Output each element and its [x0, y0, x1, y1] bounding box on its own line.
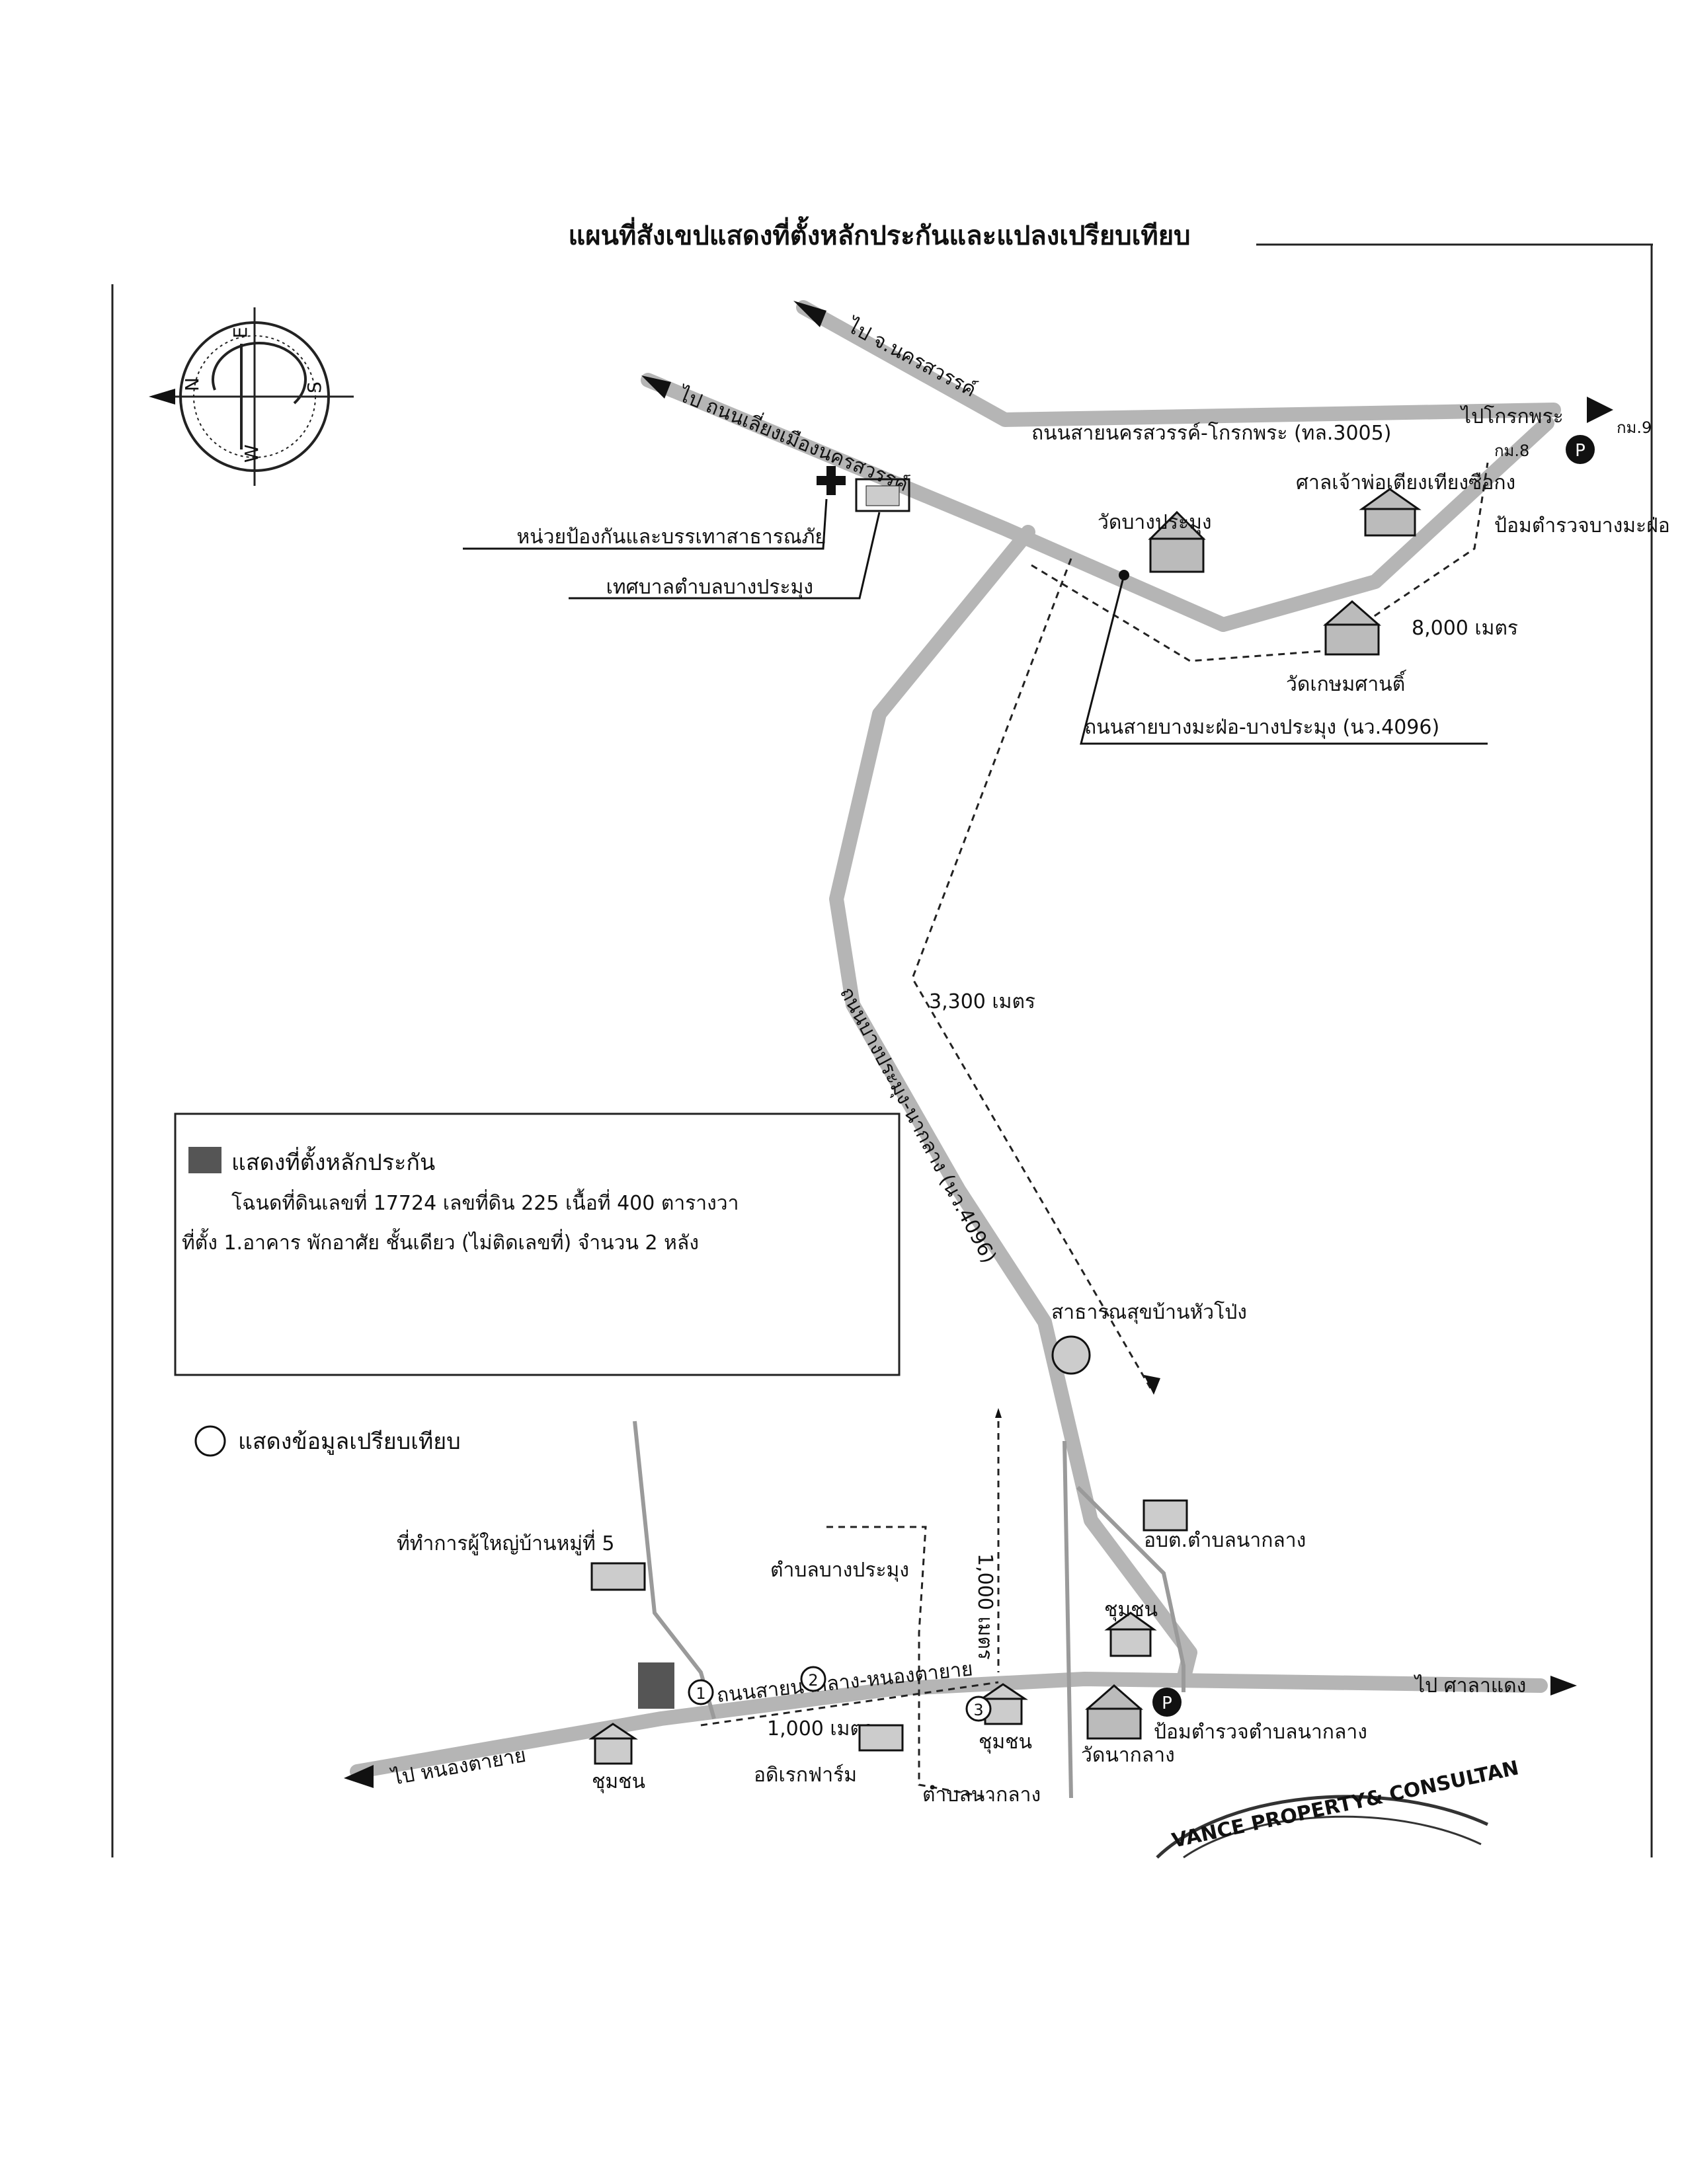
svg-text:P: P: [1575, 441, 1586, 461]
label-nakhon-sawan-khok-phra: ถนนสายนครสวรรค์-โกรกพระ (ทล.3005): [1031, 421, 1391, 445]
label-disaster-unit: หน่วยป้องกันและบรรเทาสาธารณภัย: [516, 526, 826, 549]
legend-deed-line: โฉนดที่ดินเลขที่ 17724 เลขที่ดิน 225 เนื…: [231, 1189, 739, 1215]
label-community-right: ชุมชน: [1104, 1598, 1158, 1622]
label-police-bang-ma-fo: ป้อมตำรวจบางมะฝ่อ: [1494, 514, 1670, 537]
map-title: แผนที่สังเขปแสดงที่ตั้งหลักประกันและแปลง…: [568, 216, 1190, 251]
label-bang-ma-fo-road: ถนนสายบางมะฝ่อ-บางประมุง (นว.4096): [1084, 716, 1439, 740]
label-shrine: ศาลเจ้าพ่อเตียงเทียงซือกง: [1296, 471, 1515, 494]
svg-text:1: 1: [696, 1684, 705, 1703]
label-wat-na-klang: วัดนากลาง: [1081, 1744, 1175, 1767]
compass-icon: N E S W: [149, 307, 354, 486]
label-tambon-na-klang: ตำบลนากลาง: [922, 1783, 1041, 1807]
hospital-cross-icon: [817, 466, 846, 495]
svg-text:P: P: [1162, 1694, 1172, 1713]
road-small-vertical: [1063, 1440, 1073, 1799]
label-village-head-office: ที่ทำการผู้ใหญ่บ้านหมู่ที่ 5: [397, 1530, 614, 1555]
health-center-icon: [1051, 1335, 1091, 1375]
community-house-icon-left: [588, 1723, 638, 1765]
temple-icon-kasem: [1323, 600, 1381, 656]
collateral-location-marker: [638, 1662, 674, 1709]
community-house-icon-right: [1104, 1612, 1157, 1657]
label-to-khok-phra: ไปโกรกพระ: [1460, 405, 1564, 428]
legend-collateral-label: แสดงที่ตั้งหลักประกัน: [231, 1146, 435, 1176]
police-icon-bang-ma-fo: P: [1566, 435, 1595, 464]
distance-3300: 3,300 เมตร: [929, 990, 1035, 1013]
label-adirek-farm: อดิเรกฟาร์ม: [754, 1764, 857, 1787]
arrow-1000-top-icon: [995, 1408, 1002, 1418]
label-wat-kasem: วัดเกษมศานติ์: [1286, 670, 1407, 696]
svg-text:3: 3: [973, 1701, 983, 1719]
label-health-center: สาธารณสุขบ้านหัวโป่ง: [1051, 1300, 1247, 1325]
leader-municipality: [569, 512, 881, 600]
legend-box: [174, 1112, 901, 1376]
legend-location-line: ที่ตั้ง 1.อาคาร พักอาศัย ชั้นเดียว (ไม่ต…: [182, 1228, 699, 1255]
farm-building-icon: [858, 1724, 904, 1752]
police-icon-na-klang: P: [1152, 1688, 1182, 1717]
distance-8000: 8,000 เมตร: [1412, 617, 1518, 640]
compass-s-label: S: [303, 381, 325, 393]
compass-w-label: W: [241, 444, 262, 463]
arrow-to-khok-phra-icon: [1587, 397, 1613, 423]
dash-8000: [1031, 462, 1489, 662]
arrow-to-nakhon-sawan-icon: [793, 301, 826, 327]
comparison-marker-2: 2: [800, 1666, 826, 1692]
label-to-nakhon-sawan: ไป จ.นครสวรรค์: [842, 313, 980, 402]
leader-bang-ma-fo-road: [1080, 574, 1488, 745]
dash-tambon-boundary: [826, 1526, 992, 1799]
label-community-left: ชุมชน: [592, 1770, 645, 1794]
svg-text:2: 2: [808, 1671, 818, 1690]
temple-icon-na-klang: [1085, 1684, 1143, 1740]
distance-1000-vertical: 1,000 เมตร: [973, 1553, 996, 1660]
label-community-middle: ชุมชน: [979, 1731, 1032, 1754]
legend-comparison-circle: [194, 1425, 226, 1457]
compass-n-label: N: [181, 377, 203, 391]
dash-3300: [911, 558, 1152, 1389]
legend-comparison-label: แสดงข้อมูลเปรียบเทียบ: [238, 1428, 461, 1455]
distance-1000-horizontal: 1,000 เมตร: [767, 1717, 873, 1740]
dash-1000-horizontal: [700, 1681, 999, 1727]
sao-building-icon: [1143, 1499, 1188, 1532]
municipality-building-icon: [855, 478, 910, 512]
road-na-klang-nong-ta-yai: [350, 1672, 1548, 1779]
label-municipality: เทศบาลตำบลบางประมุง: [606, 576, 813, 600]
arrow-to-nong-ta-yai-icon: [344, 1765, 374, 1788]
label-to-sala-daeng: ไป ศาลาแดง: [1414, 1674, 1526, 1697]
label-km8: กม.8: [1494, 442, 1529, 460]
road-to-nakhon-sawan: [796, 300, 1561, 427]
road-vertical-main: [829, 525, 1197, 1686]
comparison-marker-3: 3: [965, 1696, 992, 1722]
arrow-to-bypass-icon: [641, 375, 671, 399]
temple-icon-bang-pramung: [1148, 510, 1206, 573]
leader-disaster-unit: [463, 498, 828, 550]
road-right-loop: [1076, 1485, 1185, 1692]
shrine-icon: [1359, 488, 1422, 537]
label-km9: กม.9: [1617, 418, 1652, 437]
label-sao-na-klang: อบต.ตำบลนากลาง: [1144, 1529, 1306, 1552]
compass-e-label: E: [229, 327, 251, 338]
comparison-marker-1: 1: [688, 1679, 714, 1705]
label-wat-bang-pramung: วัดบางประมุง: [1098, 511, 1212, 535]
arrow-3300-end-icon: [1144, 1375, 1160, 1395]
company-stamp: VANCE PROPERTY& CONSULTAN: [1156, 1756, 1521, 1859]
label-police-na-klang: ป้อมตำรวจตำบลนากลาง: [1154, 1721, 1367, 1744]
legend-collateral-swatch: [188, 1147, 221, 1173]
arrow-to-sala-daeng-icon: [1550, 1676, 1577, 1696]
village-head-building-icon: [590, 1562, 646, 1591]
label-tambon-bang-pramung: ตำบลบางประมุง: [770, 1559, 909, 1582]
